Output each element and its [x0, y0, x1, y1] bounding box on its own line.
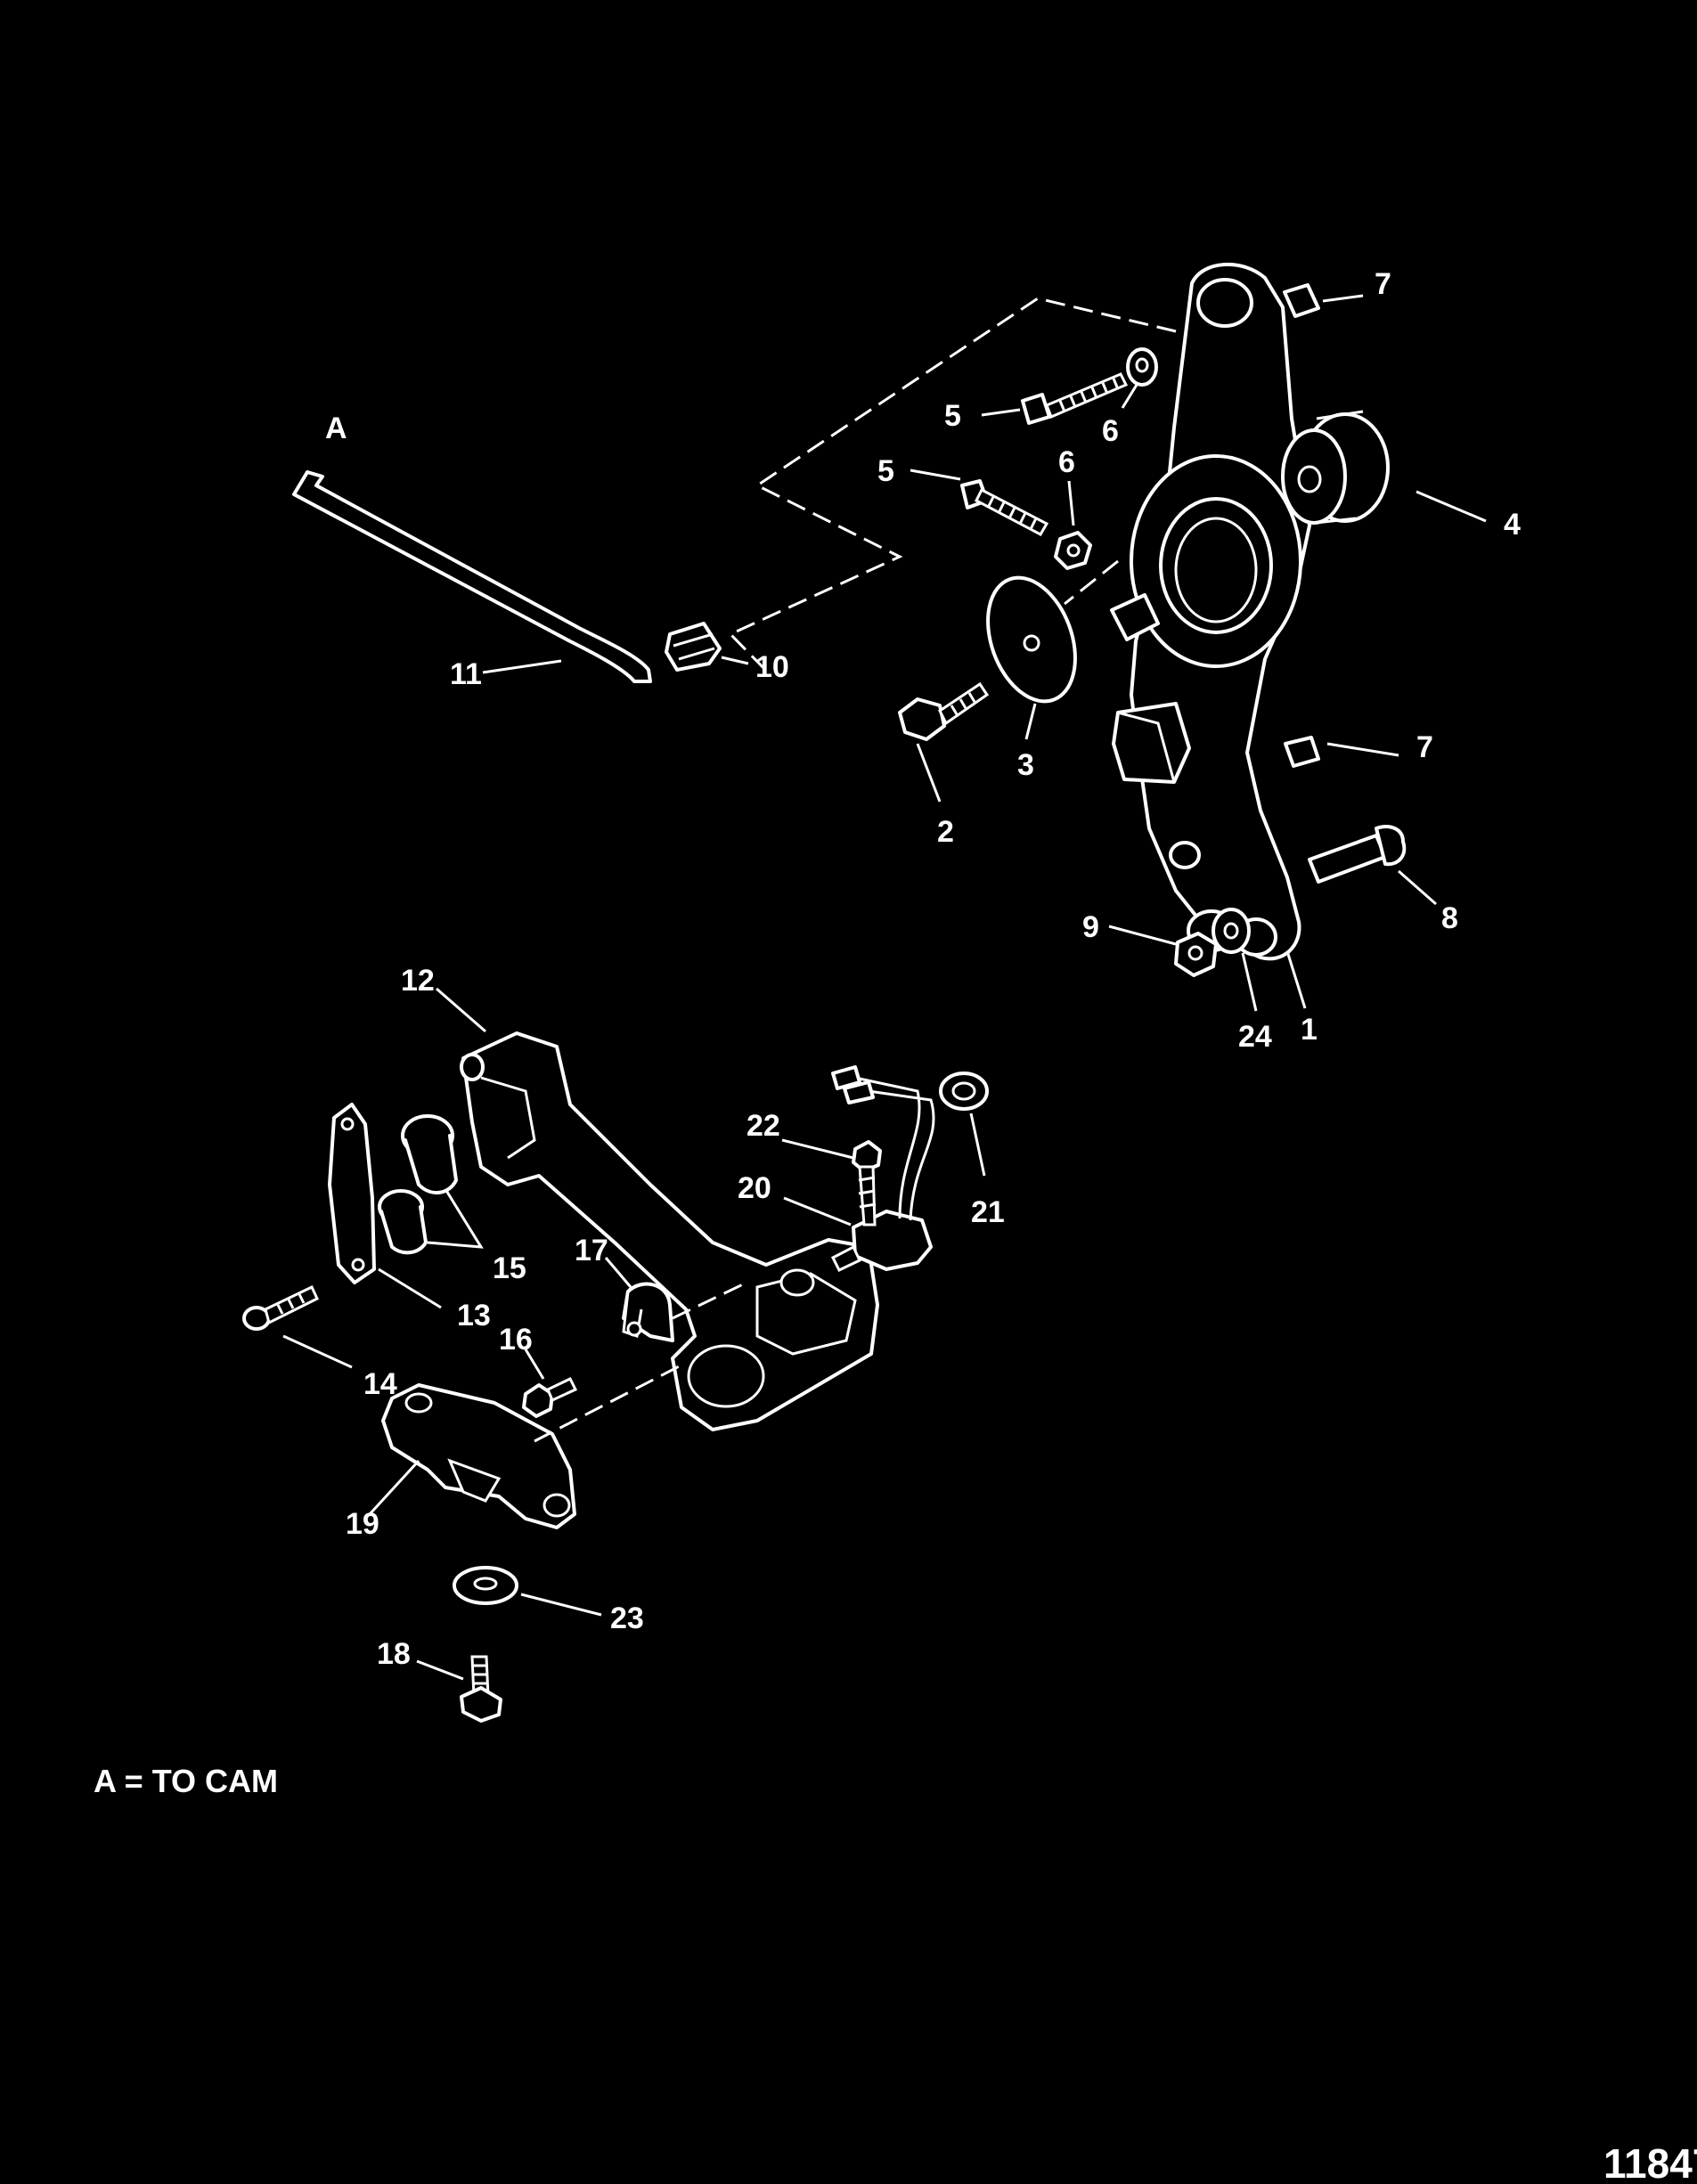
callout-10: 10 [755, 650, 789, 684]
assembly-dash-line-lower [534, 1361, 687, 1443]
screw-part-5-upper [981, 372, 1129, 425]
bushing-part-15-upper [401, 1114, 458, 1194]
link-rod-part-11 [292, 470, 652, 683]
bushing-part-15-lower [378, 1188, 484, 1255]
nut-part-6-lower [1054, 480, 1092, 570]
callout-A: A [325, 412, 347, 445]
callout-20: 20 [738, 1171, 771, 1205]
screw-part-14 [242, 1284, 353, 1369]
wire-clip-part-21 [939, 1072, 989, 1177]
callout-14: 14 [363, 1367, 397, 1401]
callout-15: 15 [493, 1251, 526, 1285]
callout-2: 2 [937, 815, 954, 849]
callout-7-upper: 7 [1375, 267, 1391, 301]
callout-16: 16 [499, 1323, 533, 1357]
throttle-lever-part-1 [1110, 262, 1311, 961]
callout-6-lower: 6 [1058, 445, 1075, 479]
shoulder-bolt-part-8 [1308, 825, 1437, 906]
washer-part-23 [453, 1566, 602, 1617]
screw-part-22 [781, 1138, 882, 1226]
screw-part-5-lower [910, 469, 1049, 536]
callout-21: 21 [971, 1195, 1005, 1229]
callout-24: 24 [1238, 1020, 1272, 1054]
rod-clip-part-10 [665, 622, 749, 672]
assembly-dash-line-17 [672, 1281, 747, 1320]
legend-text: A = TO CAM [94, 1763, 278, 1799]
callout-12: 12 [401, 964, 435, 998]
callout-6-upper: 6 [1102, 414, 1119, 448]
switch-housing-part-19 [368, 1383, 576, 1529]
plate-part-13 [328, 1103, 442, 1309]
callout-13: 13 [457, 1299, 491, 1332]
callout-19: 19 [346, 1507, 379, 1541]
leader-part-1 [1285, 950, 1307, 1009]
callout-7-lower: 7 [1416, 730, 1433, 764]
callout-5-upper: 5 [944, 399, 961, 433]
callout-1: 1 [1301, 1013, 1318, 1047]
callout-23: 23 [610, 1601, 644, 1635]
bracket-part-12 [436, 987, 879, 1431]
callout-3: 3 [1017, 748, 1034, 782]
callout-labels: 1 2 3 4 5 5 6 6 7 7 8 9 10 11 12 13 14 1… [325, 267, 1521, 1671]
screw-part-18 [416, 1655, 502, 1723]
callout-4: 4 [1504, 508, 1521, 542]
nut-part-6-upper [1121, 347, 1158, 409]
callout-18: 18 [377, 1637, 411, 1671]
callout-22: 22 [747, 1109, 780, 1143]
callout-11: 11 [450, 657, 482, 691]
washer-part-24 [1212, 908, 1258, 1012]
nut-part-9 [1108, 925, 1218, 977]
clamp-part-17 [604, 1257, 674, 1342]
callout-5-lower: 5 [877, 454, 894, 488]
callout-8: 8 [1441, 901, 1458, 935]
pin-part-7-lower [1284, 736, 1399, 768]
screw-part-16 [522, 1349, 578, 1418]
washer-part-3 [986, 575, 1077, 740]
callout-9: 9 [1082, 910, 1099, 944]
bushing-part-4 [1281, 410, 1487, 526]
pin-part-7-upper [1283, 283, 1364, 318]
assembly-dash-lines-upper [728, 297, 1177, 677]
callout-17: 17 [575, 1234, 608, 1267]
switch-wires [831, 1065, 935, 1221]
figure-number: 11847 [1603, 2140, 1697, 2184]
bolt-part-2 [898, 681, 990, 803]
